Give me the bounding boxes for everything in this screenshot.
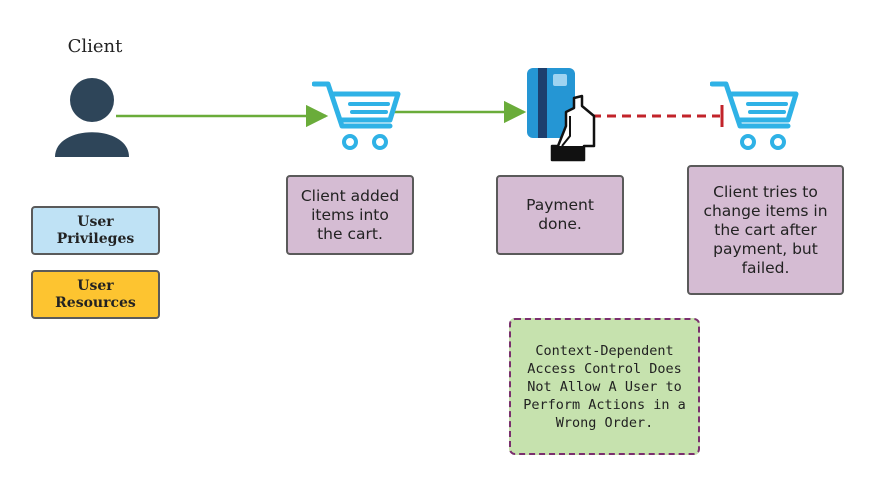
step-failed-box: Client tries to change items in the cart… xyxy=(687,165,844,295)
shopping-cart-icon xyxy=(314,84,398,148)
context-access-note: Context-Dependent Access Control Does No… xyxy=(509,318,700,455)
blocked-action-line xyxy=(592,105,724,127)
client-label: Client xyxy=(67,36,123,57)
card-payment-icon xyxy=(527,68,596,162)
step-added-box: Client added items into the cart. xyxy=(286,175,414,255)
shopping-cart-blocked-icon xyxy=(712,84,796,148)
user-privileges-box: User Privileges xyxy=(31,206,160,255)
user-resources-box: User Resources xyxy=(31,270,160,319)
step-payment-box: Payment done. xyxy=(496,175,624,255)
user-icon xyxy=(55,78,129,157)
